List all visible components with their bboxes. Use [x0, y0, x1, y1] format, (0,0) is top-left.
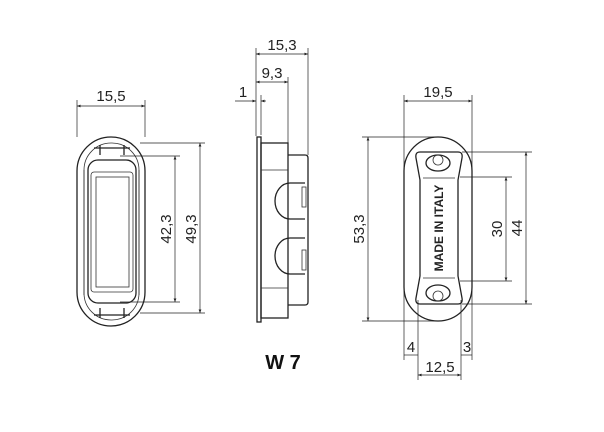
striker-width-dim: 19,5	[423, 84, 452, 101]
left-offset-dim: 4	[407, 339, 415, 356]
front-view: 15,5 42,3 49,3	[76, 88, 205, 327]
engraving-text: MADE IN ITALY	[432, 185, 446, 272]
side-total-depth-dim: 15,3	[267, 37, 296, 54]
front-width-dim: 15,5	[96, 88, 125, 105]
front-outer-height-dim: 49,3	[183, 214, 200, 243]
side-plate-thickness-dim: 1	[239, 84, 247, 101]
front-inner-height-dim: 42,3	[158, 214, 175, 243]
right-offset-dim: 3	[463, 339, 471, 356]
model-label: W 7	[265, 352, 301, 374]
side-body-depth-dim: 9,3	[262, 65, 283, 82]
plate-width-dim: 12,5	[425, 359, 454, 376]
hole-spacing-dim: 30	[489, 221, 506, 238]
plate-height-dim: 44	[509, 220, 526, 237]
striker-height-dim: 53,3	[351, 214, 368, 243]
striker-view: MADE IN ITALY 19,5 53,3 44 30 4 3 12,5	[351, 84, 532, 380]
side-view: 15,3 9,3 1	[235, 37, 309, 323]
